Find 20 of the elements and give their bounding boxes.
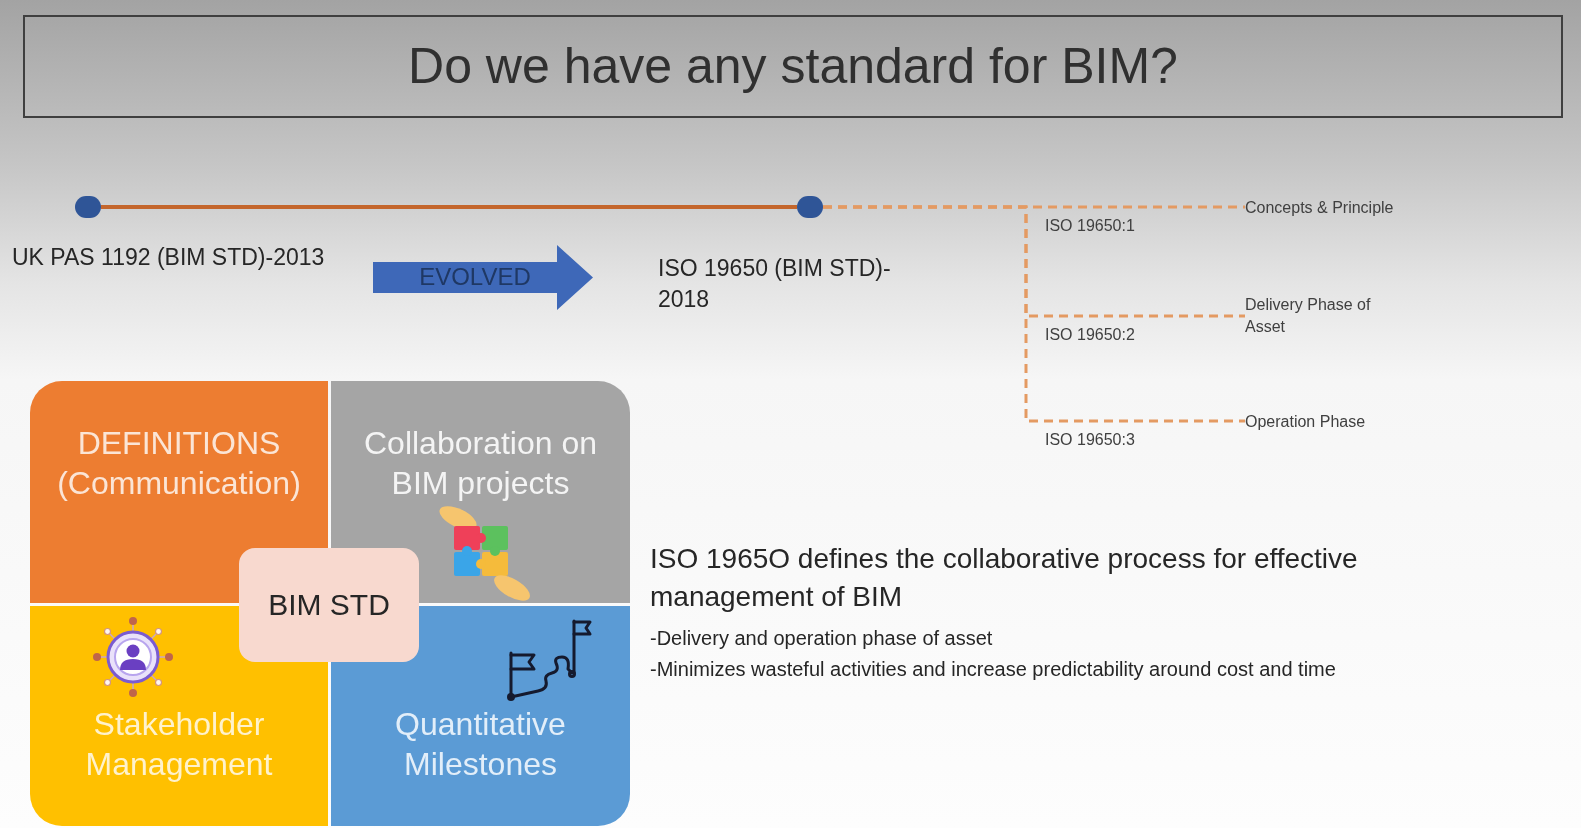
- edge-label: ISO 19650:1: [1045, 216, 1135, 236]
- quadrant-title: Stakeholder Management: [84, 705, 274, 784]
- branch-label: Delivery Phase of Asset: [1245, 294, 1383, 338]
- quadrant-title: DEFINITIONS (Communication): [56, 424, 302, 503]
- dashed-branch-line: [823, 205, 1245, 423]
- milestone-label: UK PAS 1192 (BIM STD)-2013: [12, 243, 326, 271]
- quadrant-title: Collaboration on BIM projects: [362, 424, 598, 503]
- milestone-label: ISO 19650 (BIM STD)-2018: [658, 254, 892, 314]
- edge-label: ISO 19650:2: [1045, 325, 1135, 345]
- branch-label: Concepts & Principle: [1245, 197, 1420, 219]
- description-text: ISO 1965O defines the collaborative process for effective management of BIM: [650, 542, 1359, 614]
- bullet-text: -Delivery and operation phase of asset: [650, 626, 994, 651]
- timeline-line: [101, 205, 797, 209]
- title-banner: Do we have any standard for BIM?: [23, 15, 1563, 118]
- center-tile: BIM STD: [239, 548, 419, 662]
- branch-label: Operation Phase: [1245, 411, 1385, 433]
- bullet-text: -Minimizes wasteful activities and increase predictability around cost and time: [650, 657, 1337, 682]
- arrow-label: EVOLVED: [418, 262, 532, 292]
- edge-label: ISO 19650:3: [1045, 430, 1135, 450]
- quadrant-title: Quantitative Milestones: [394, 705, 567, 784]
